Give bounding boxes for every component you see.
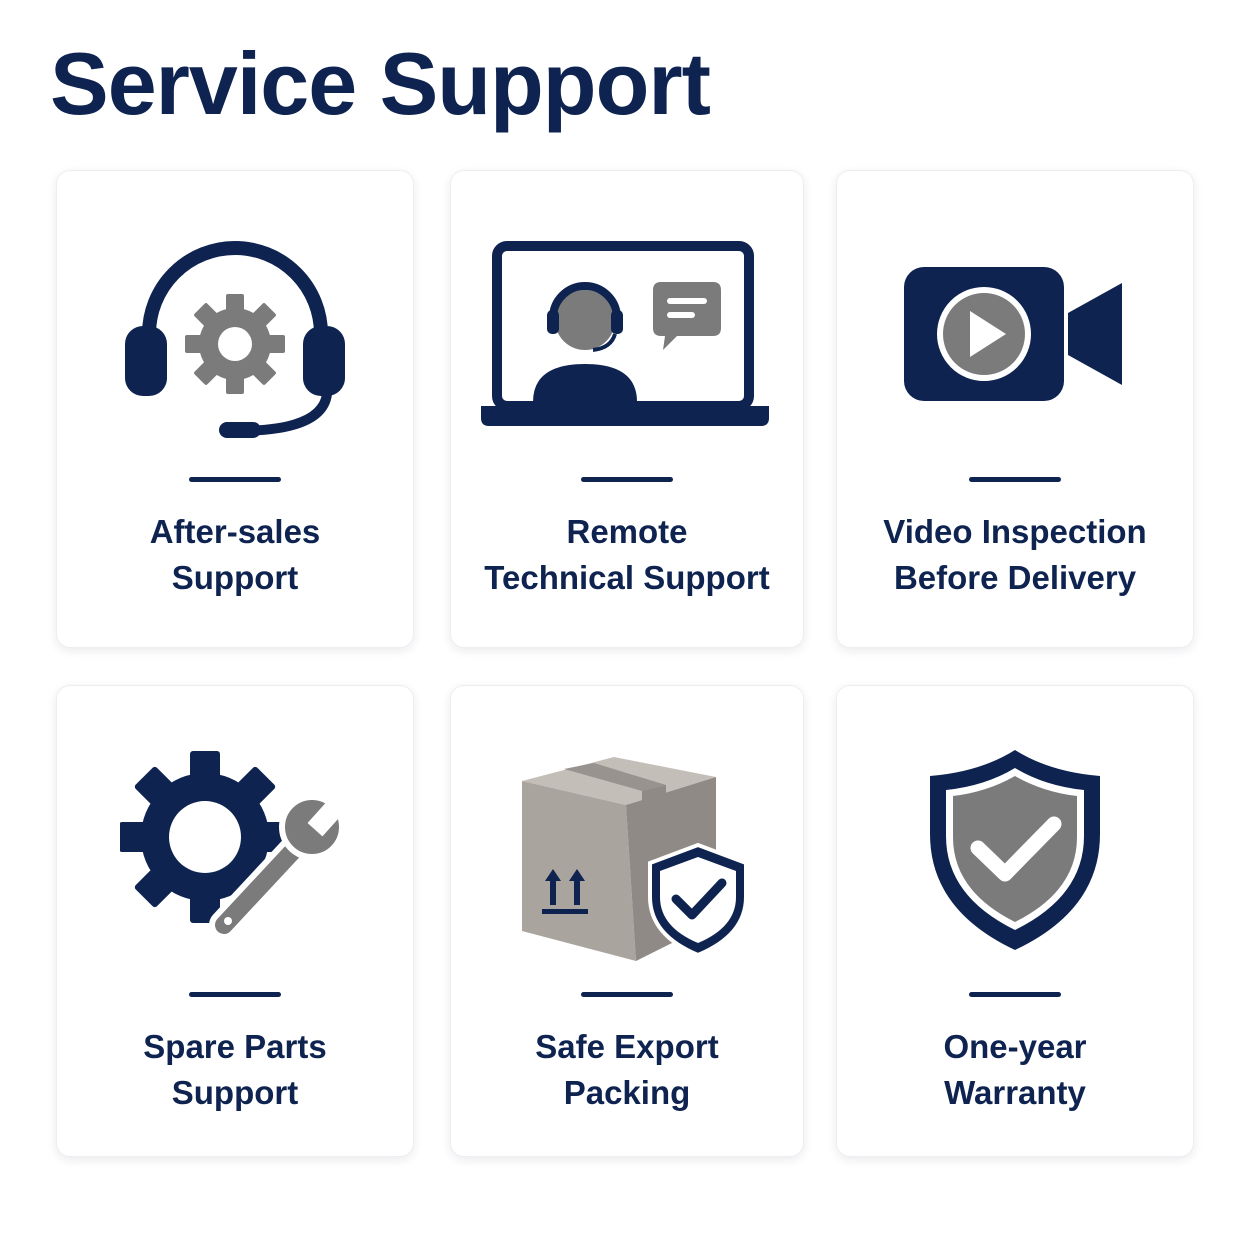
card-divider (969, 992, 1061, 997)
card-label-line: Safe Export (535, 1028, 719, 1065)
card-divider (581, 992, 673, 997)
card-label: Remote Technical Support (461, 509, 793, 601)
card-label-line: Warranty (944, 1074, 1086, 1111)
card-video-inspection: Video Inspection Before Delivery (836, 170, 1194, 648)
card-label: One-year Warranty (847, 1024, 1183, 1116)
page-title: Service Support (50, 34, 711, 133)
card-label-line: After-sales (149, 513, 321, 550)
card-label-line: Packing (563, 1074, 691, 1111)
card-label-line: Before Delivery (893, 559, 1137, 596)
card-remote-technical-support: Remote Technical Support (450, 170, 804, 648)
card-label-line: Remote (566, 513, 688, 550)
gear-wrench-icon (120, 751, 350, 940)
card-after-sales-support: After-sales Support (56, 170, 414, 648)
video-camera-icon (904, 267, 1122, 401)
card-label-line: Technical Support (484, 559, 770, 596)
card-divider (581, 477, 673, 482)
card-divider (189, 992, 281, 997)
card-one-year-warranty: One-year Warranty (836, 685, 1194, 1157)
laptop-remote-agent-icon (481, 241, 769, 426)
card-label: After-sales Support (67, 509, 403, 601)
card-label-line: Video Inspection (883, 513, 1147, 550)
card-spare-parts-support: Spare Parts Support (56, 685, 414, 1157)
card-divider (189, 477, 281, 482)
card-label-line: One-year (943, 1028, 1087, 1065)
card-label-line: Support (171, 559, 299, 596)
card-divider (969, 477, 1061, 482)
card-label-line: Support (171, 1074, 299, 1111)
card-label-line: Spare Parts (143, 1028, 327, 1065)
shipping-box-shield-icon (522, 757, 748, 961)
headset-gear-icon (125, 241, 345, 438)
card-safe-export-packing: Safe Export Packing (450, 685, 804, 1157)
shield-check-icon (930, 750, 1100, 950)
card-label: Safe Export Packing (461, 1024, 793, 1116)
card-label: Spare Parts Support (67, 1024, 403, 1116)
card-label: Video Inspection Before Delivery (847, 509, 1183, 601)
